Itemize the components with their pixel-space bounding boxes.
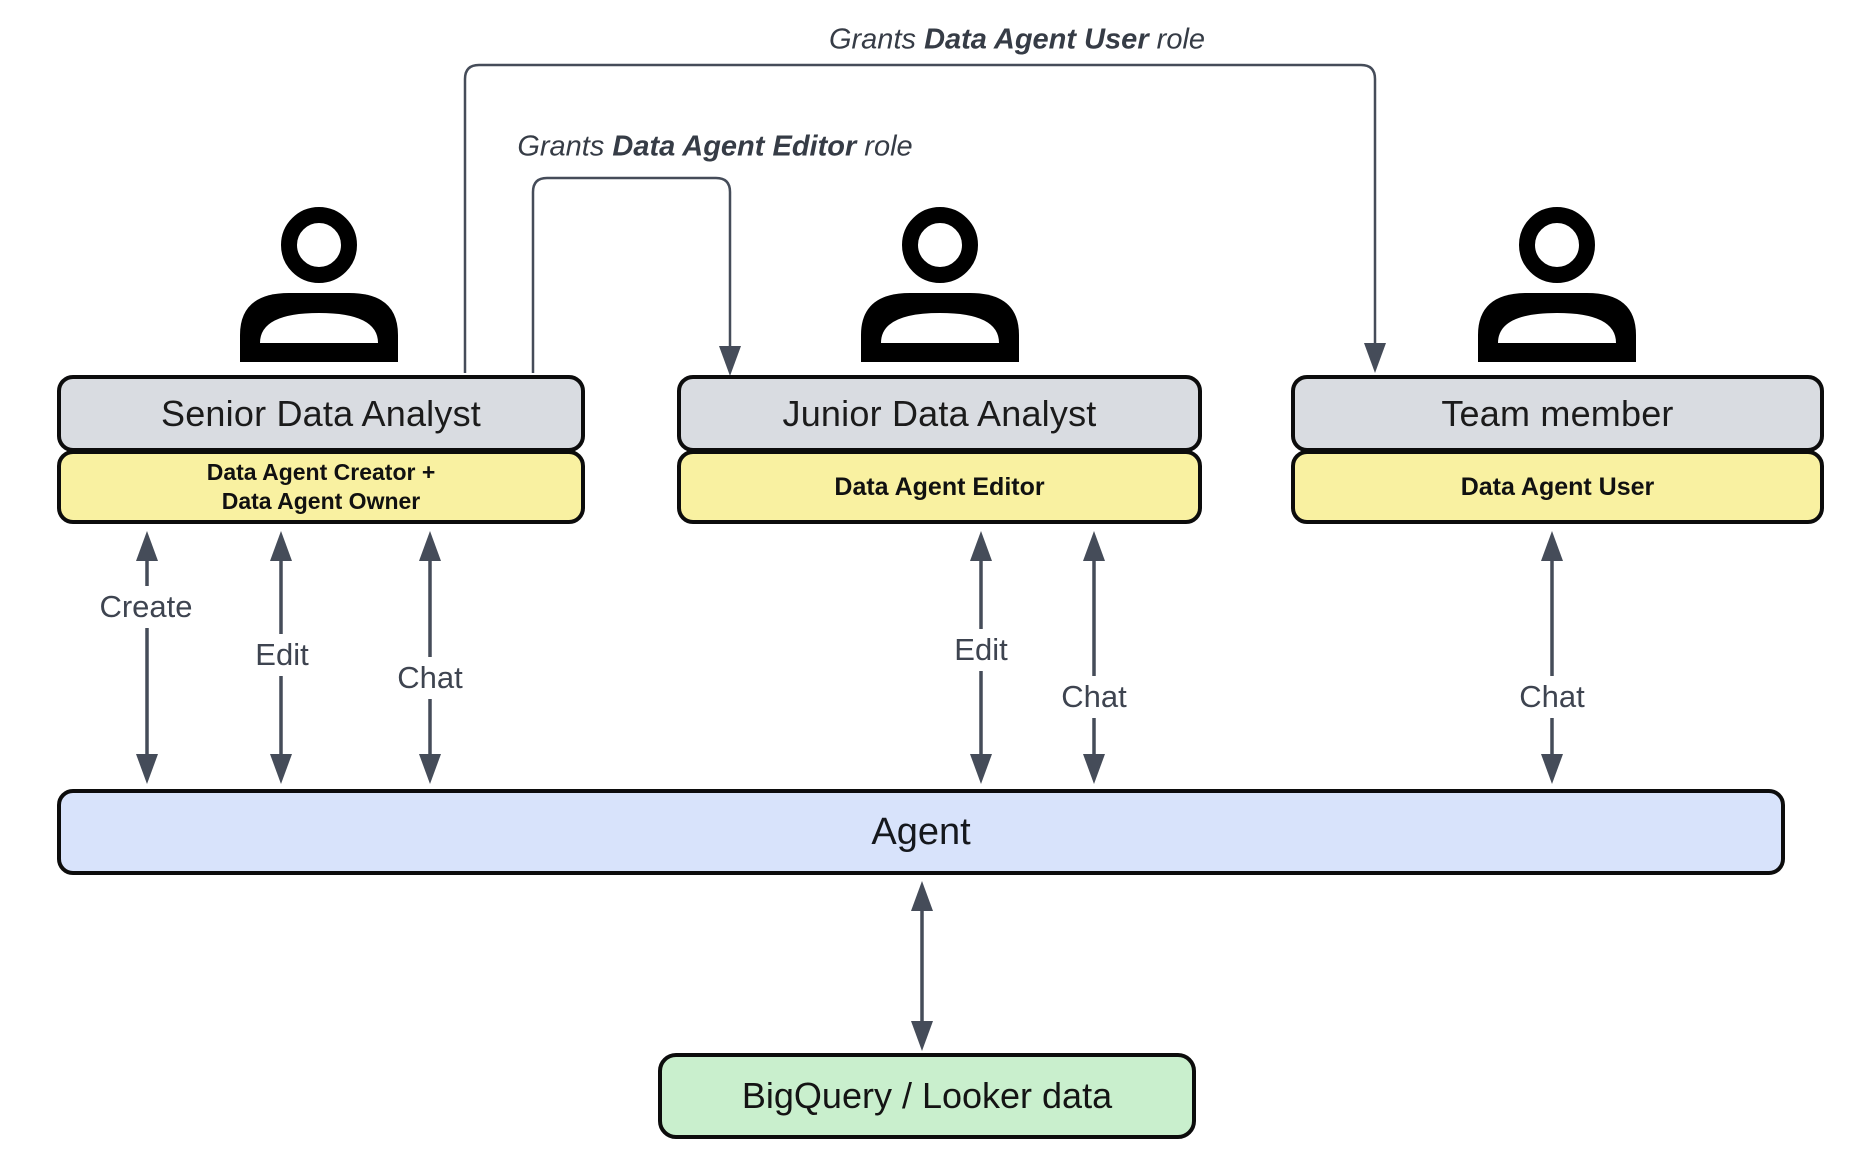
actor-role-line1: Data Agent Creator + xyxy=(206,459,436,486)
actor-title-text: Senior Data Analyst xyxy=(161,392,481,434)
actor-role-line2: Data Agent Owner xyxy=(221,488,421,514)
actor-role-badge-junior: Data Agent Editor xyxy=(677,450,1202,524)
action-label-edit-junior: Edit xyxy=(946,629,1016,671)
grant-label-role-name: Data Agent User xyxy=(924,23,1149,56)
actor-role-text: Data Agent User xyxy=(1460,472,1655,501)
data-source-box: BigQuery / Looker data xyxy=(658,1053,1196,1139)
data-source-label: BigQuery / Looker data xyxy=(741,1075,1113,1116)
actor-title-text: Junior Data Analyst xyxy=(782,392,1097,434)
grant-label-editor: Grants Data Agent Editor role xyxy=(511,128,919,166)
actor-role-badge-senior: Data Agent Creator + Data Agent Owner xyxy=(57,450,585,524)
agent-bar: Agent xyxy=(57,789,1785,875)
arrowhead-icon xyxy=(719,346,741,376)
person-icon-junior xyxy=(861,207,1019,362)
actor-title-senior: Senior Data Analyst xyxy=(57,375,585,452)
arrowhead-icon xyxy=(1364,343,1386,373)
person-icon-team xyxy=(1478,207,1636,362)
actor-title-team: Team member xyxy=(1291,375,1824,452)
actor-role-badge-team: Data Agent User xyxy=(1291,450,1824,524)
action-label-edit-senior: Edit xyxy=(247,634,317,676)
agent-bar-label: Agent xyxy=(871,810,971,853)
actor-title-junior: Junior Data Analyst xyxy=(677,375,1202,452)
grant-arrow-user xyxy=(463,63,1386,373)
action-arrow-chat-team xyxy=(1541,531,1563,784)
action-arrow-create xyxy=(136,531,158,784)
agent-data-arrow xyxy=(911,881,933,1051)
action-label-chat-senior: Chat xyxy=(389,657,471,699)
grant-label-prefix: Grants xyxy=(828,23,925,56)
action-label-chat-junior: Chat xyxy=(1053,676,1135,718)
grant-label-suffix: role xyxy=(1148,23,1206,56)
grant-label-suffix: role xyxy=(856,130,913,163)
action-label-chat-team: Chat xyxy=(1511,676,1593,718)
grant-arrow-editor xyxy=(531,176,741,376)
actor-title-text: Team member xyxy=(1441,392,1674,434)
person-icon-senior xyxy=(240,207,398,362)
actor-role-text: Data Agent Editor xyxy=(834,472,1045,501)
grant-label-user: Grants Data Agent User role xyxy=(822,21,1212,59)
action-arrow-chat-junior xyxy=(1083,531,1105,784)
grant-label-role-name: Data Agent Editor xyxy=(612,130,857,163)
grant-label-prefix: Grants xyxy=(517,130,613,163)
action-label-create: Create xyxy=(91,586,201,628)
